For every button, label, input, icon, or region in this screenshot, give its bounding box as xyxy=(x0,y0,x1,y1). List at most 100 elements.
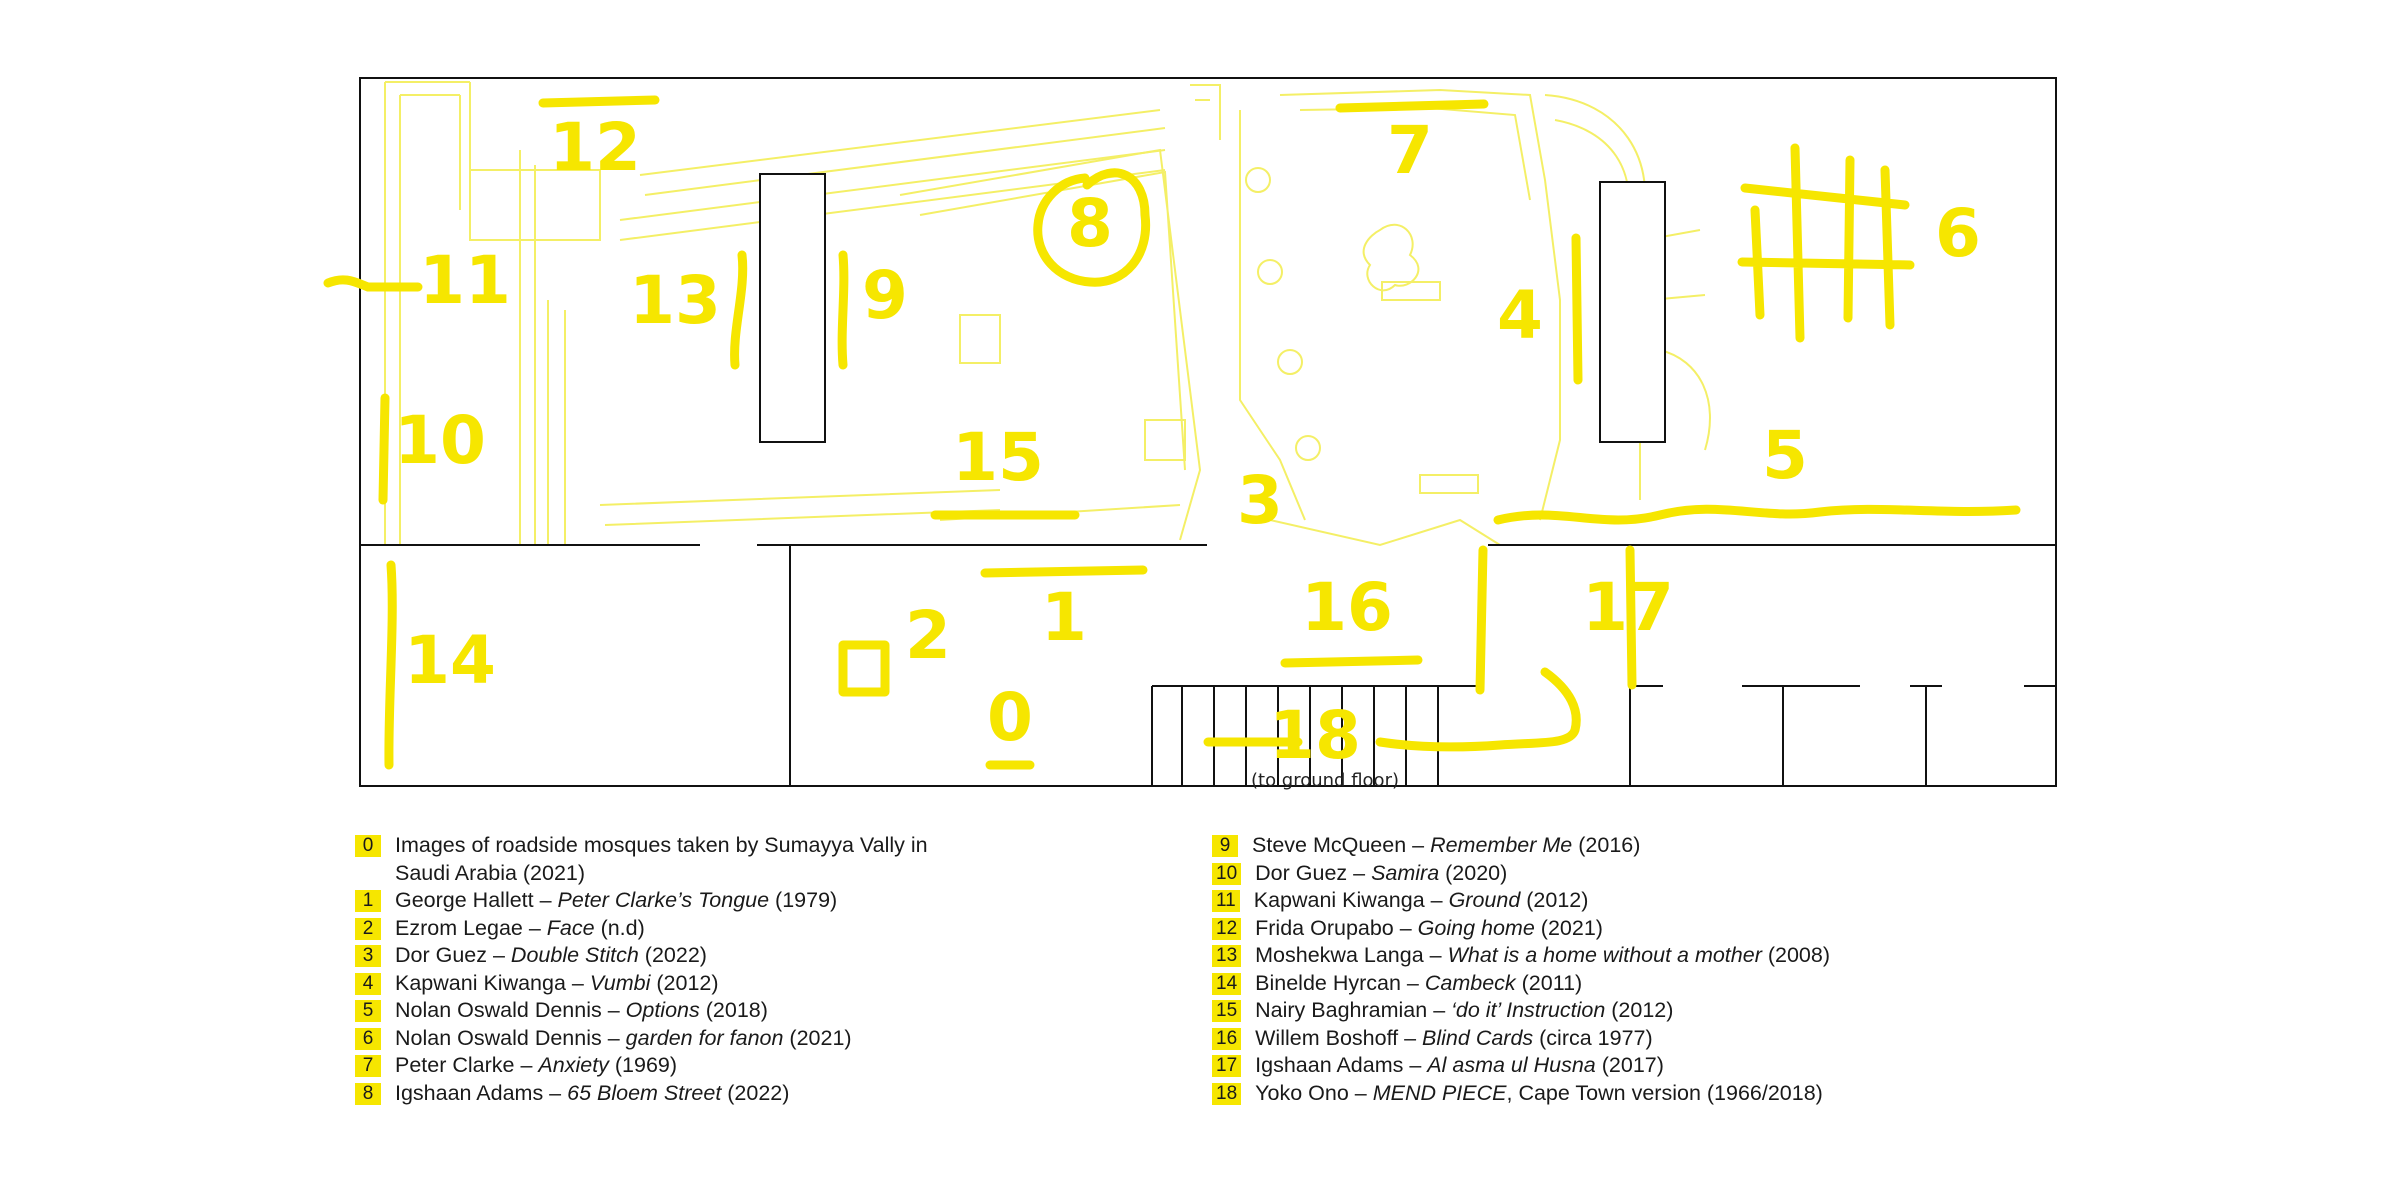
legend-detail: (2021) xyxy=(783,1025,852,1050)
legend-text: Nolan Oswald Dennis – garden for fanon (… xyxy=(395,1025,852,1053)
legend-detail: , Cape Town version (1966/2018) xyxy=(1506,1080,1823,1105)
legend-detail: (2012) xyxy=(1605,998,1674,1022)
legend-detail: (1979) xyxy=(769,888,838,912)
marker-10-line xyxy=(378,393,390,505)
legend-title: Peter Clarke’s Tongue xyxy=(557,888,770,912)
legend-detail: (2016) xyxy=(1572,833,1641,857)
legend-text: Images of roadside mosques taken by Suma… xyxy=(395,832,955,887)
legend-detail: (circa 1977) xyxy=(1533,1025,1653,1050)
map-label-14: 14 xyxy=(404,622,496,699)
map-label-16: 16 xyxy=(1301,569,1393,646)
marker-4-line xyxy=(1571,233,1583,385)
legend-number-badge: 10 xyxy=(1212,862,1242,885)
legend-text: Yoko Ono – MEND PIECE, Cape Town version… xyxy=(1255,1080,1823,1108)
legend-number-badge: 4 xyxy=(355,972,381,995)
map-label-5: 5 xyxy=(1762,417,1808,494)
legend-number-badge: 12 xyxy=(1212,917,1242,940)
legend-text: Moshekwa Langa – What is a home without … xyxy=(1255,942,1830,970)
legend-artist: Nolan Oswald Dennis – xyxy=(395,998,626,1022)
legend-title: ‘do it’ Instruction xyxy=(1451,998,1606,1022)
walls xyxy=(359,77,2057,787)
marker-9-line xyxy=(837,250,849,370)
marker-16-line xyxy=(1280,655,1423,668)
marker-12-line xyxy=(538,95,660,108)
legend-artist: Binelde Hyrcan – xyxy=(1255,970,1425,995)
legend-item: 2 Ezrom Legae – Face (n.d) xyxy=(355,915,1175,943)
marker-6-grid xyxy=(1737,143,1915,343)
legend-item: 10 Dor Guez – Samira (2020) xyxy=(1212,860,2032,888)
map-label-3: 3 xyxy=(1237,462,1283,539)
legend-text: Steve McQueen – Remember Me (2016) xyxy=(1252,832,1640,860)
legend-text: Kapwani Kiwanga – Ground (2012) xyxy=(1254,887,1589,915)
legend-number-badge: 14 xyxy=(1212,972,1242,995)
marker-7-line xyxy=(1335,99,1489,113)
legend-artist: Nolan Oswald Dennis – xyxy=(395,1025,626,1050)
legend-text: Peter Clarke – Anxiety (1969) xyxy=(395,1052,677,1080)
legend-title: Anxiety xyxy=(538,1053,609,1077)
legend-number-badge: 6 xyxy=(355,1027,381,1050)
legend-title: garden for fanon xyxy=(625,1025,784,1050)
artwork-markers xyxy=(323,95,2021,770)
map-label-1: 1 xyxy=(1041,579,1087,656)
legend-number-badge: 18 xyxy=(1212,1082,1242,1105)
legend-artist: Frida Orupabo – xyxy=(1255,915,1418,940)
legend-item: 1 George Hallett – Peter Clarke’s Tongue … xyxy=(355,887,1175,915)
legend-item: 5 Nolan Oswald Dennis – Options (2018) xyxy=(355,997,1175,1025)
legend-artist: Nairy Baghramian – xyxy=(1255,998,1452,1022)
legend-detail: (2022) xyxy=(638,943,707,967)
legend-title: What is a home without a mother xyxy=(1447,943,1762,967)
legend-title: Ground xyxy=(1448,888,1521,912)
legend-text: George Hallett – Peter Clarke’s Tongue (… xyxy=(395,887,837,915)
legend-artist: Igshaan Adams – xyxy=(395,1080,568,1105)
legend-text: Igshaan Adams – 65 Bloem Street (2022) xyxy=(395,1080,789,1108)
legend-detail: (2022) xyxy=(721,1080,790,1105)
legend-title: Going home xyxy=(1417,915,1535,940)
legend-number-badge: 1 xyxy=(355,890,381,912)
legend-artist: Willem Boshoff – xyxy=(1255,1025,1423,1050)
legend-text: Dor Guez – Double Stitch (2022) xyxy=(395,942,707,970)
legend-artist: Ezrom Legae – xyxy=(395,915,547,940)
legend-text: Dor Guez – Samira (2020) xyxy=(1255,860,1507,888)
legend-item: 14 Binelde Hyrcan – Cambeck (2011) xyxy=(1212,970,2032,998)
legend-detail: (2012) xyxy=(1520,888,1589,912)
legend-artist: Yoko Ono – xyxy=(1255,1080,1373,1105)
legend-item: 8 Igshaan Adams – 65 Bloem Street (2022) xyxy=(355,1080,1175,1108)
legend-text: Kapwani Kiwanga – Vumbi (2012) xyxy=(395,970,719,998)
legend-detail: (2020) xyxy=(1439,860,1508,885)
legend-artist: Dor Guez – xyxy=(1255,860,1372,885)
legend-detail: Images of roadside mosques taken by Suma… xyxy=(395,833,928,885)
legend-artist: Kapwani Kiwanga – xyxy=(1253,888,1449,912)
legend-artist: George Hallett – xyxy=(395,888,558,912)
legend-number-badge: 3 xyxy=(355,945,381,967)
map-label-4: 4 xyxy=(1497,277,1543,354)
legend-detail: (2021) xyxy=(1534,915,1603,940)
legend-text: Ezrom Legae – Face (n.d) xyxy=(395,915,645,943)
legend-item: 12 Frida Orupabo – Going home (2021) xyxy=(1212,915,2032,943)
legend-artist: Igshaan Adams – xyxy=(1255,1053,1428,1077)
marker-2-square xyxy=(838,640,890,697)
map-label-9: 9 xyxy=(862,257,908,334)
marker-17-dash xyxy=(1625,545,1637,690)
legend-detail: (n.d) xyxy=(594,915,645,940)
map-label-0: 0 xyxy=(987,679,1033,756)
legend-detail: (1969) xyxy=(608,1053,678,1077)
map-label-2: 2 xyxy=(905,597,951,674)
legend-number-badge: 5 xyxy=(355,1000,381,1022)
legend-item: 3 Dor Guez – Double Stitch (2022) xyxy=(355,942,1175,970)
map-label-13: 13 xyxy=(629,262,721,339)
marker-8-circle xyxy=(1033,168,1151,287)
legend-number-badge: 2 xyxy=(355,917,381,940)
legend-detail: (2011) xyxy=(1515,970,1583,995)
legend-number-badge: 8 xyxy=(355,1082,381,1105)
legend-item: 4 Kapwani Kiwanga – Vumbi (2012) xyxy=(355,970,1175,998)
legend-text: Binelde Hyrcan – Cambeck (2011) xyxy=(1255,970,1582,998)
legend-number-badge: 17 xyxy=(1212,1055,1242,1077)
room-labels: 0 1 2 3 4 5 6 7 8 9 10 11 12 13 14 15 16… xyxy=(394,109,1981,791)
legend-title: Vumbi xyxy=(589,970,651,995)
legend-text: Nolan Oswald Dennis – Options (2018) xyxy=(395,997,768,1025)
